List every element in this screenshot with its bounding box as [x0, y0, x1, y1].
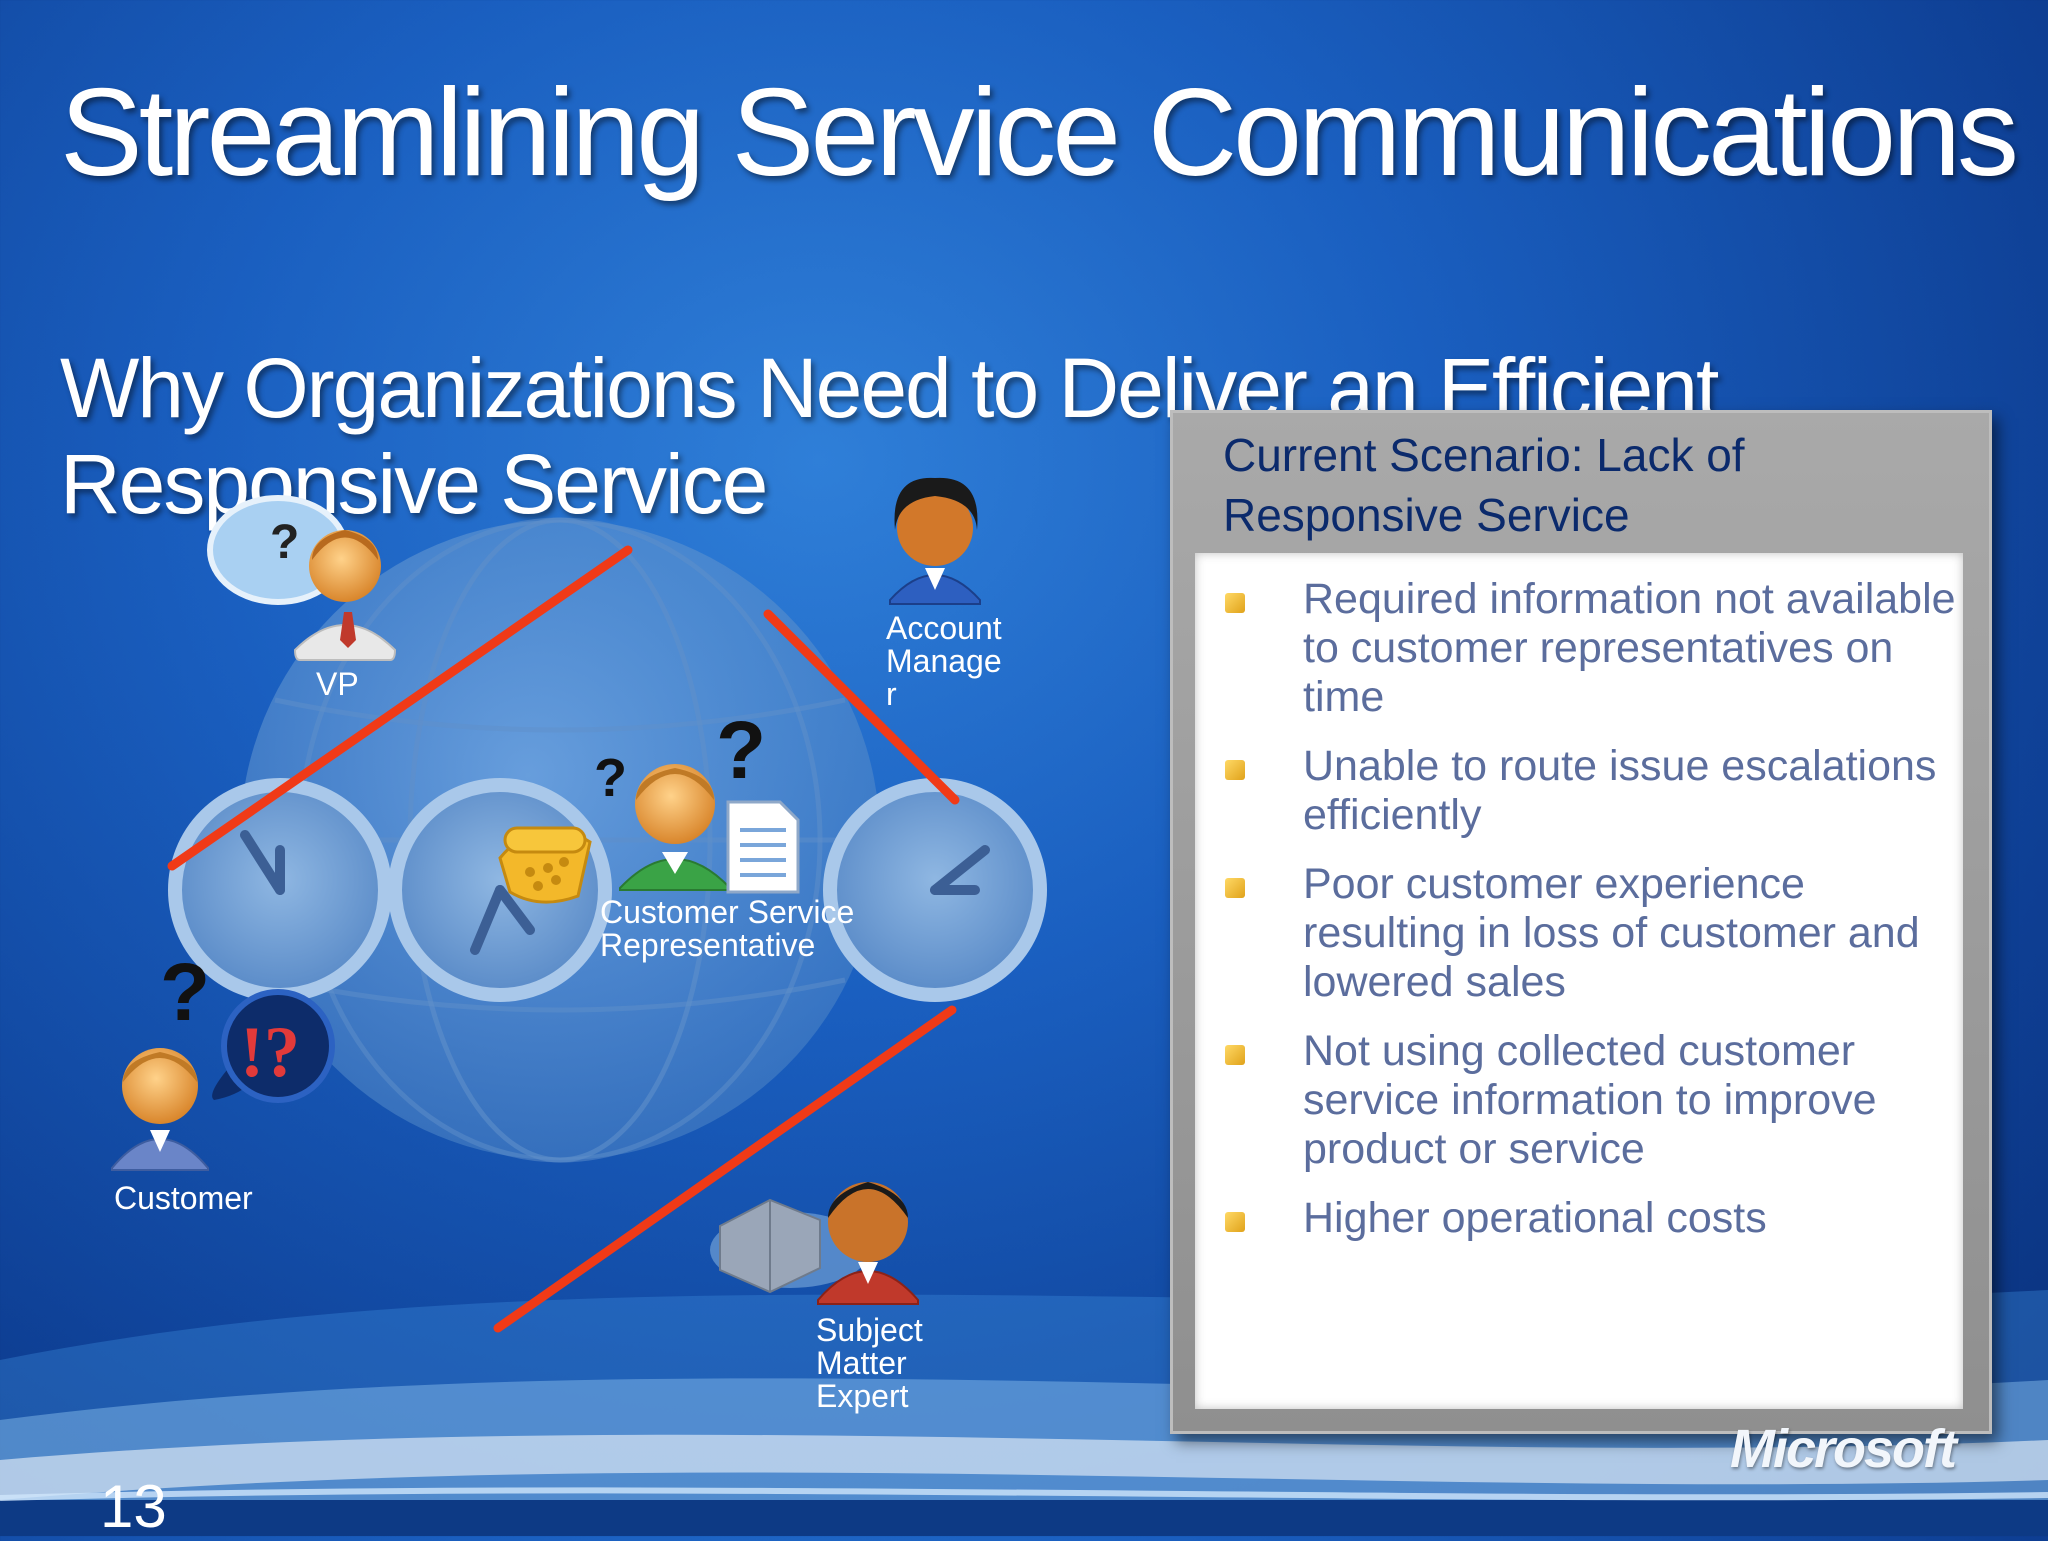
account-manager-person-icon [889, 477, 981, 605]
list-item: Poor customer experience resulting in lo… [1195, 860, 1963, 1007]
bullet-square-icon [1225, 593, 1245, 613]
bullet-square-icon [1225, 1212, 1245, 1232]
panel-body: Required information not available to cu… [1195, 553, 1963, 1409]
slide-subtitle: Why Organizations Need to Deliver an Eff… [60, 341, 1719, 531]
connector-lines [167, 545, 960, 1333]
role-label-customer: Customer [114, 1180, 253, 1216]
connector-line [493, 1005, 957, 1333]
connector-line [763, 609, 960, 805]
page-number: 13 [100, 1473, 167, 1540]
role-label-vp: VP [316, 666, 359, 702]
document-icon [726, 800, 800, 894]
bullet-square-icon [1225, 760, 1245, 780]
svg-text:?: ? [160, 947, 210, 1038]
alert-bubble-icon: !? [212, 989, 335, 1103]
list-item: Not using collected customer service inf… [1195, 1027, 1963, 1174]
bullet-text: Higher operational costs [1303, 1194, 1767, 1242]
csr-person-icon [619, 764, 731, 891]
role-label-account-manager: Account Manage r [886, 610, 1002, 712]
bullet-text: Not using collected customer service inf… [1303, 1027, 1877, 1173]
customer-person-icon: ? [111, 947, 210, 1171]
list-item: Unable to route issue escalations effici… [1195, 742, 1963, 840]
svg-text:?: ? [716, 705, 766, 796]
bullet-text: Unable to route issue escalations effici… [1303, 742, 1937, 839]
svg-text:?: ? [594, 748, 627, 808]
microsoft-logo: Microsoft [1730, 1419, 1957, 1479]
slide-title: Streamlining Service Communications [60, 64, 2019, 202]
bullet-text: Poor customer experience resulting in lo… [1303, 860, 1920, 1006]
connector-line [167, 545, 633, 871]
clock-icon [823, 778, 1047, 1002]
panel-title: Current Scenario: Lack of Responsive Ser… [1223, 429, 1745, 541]
role-label-csr: Customer Service Representative [600, 894, 855, 963]
svg-text:!?: !? [240, 1012, 300, 1092]
sme-person-icon [817, 1182, 919, 1305]
telephone-icon [498, 826, 592, 904]
clock-icon [168, 778, 392, 1002]
bullet-square-icon [1225, 878, 1245, 898]
question-mark-icon: ? ? [594, 705, 766, 808]
list-item: Higher operational costs [1195, 1194, 1963, 1243]
vp-person-icon: ? [207, 495, 397, 661]
bullet-list: Required information not available to cu… [1195, 553, 1963, 1243]
svg-text:?: ? [270, 516, 299, 569]
bullet-text: Required information not available to cu… [1303, 575, 1956, 721]
role-label-sme: Subject Matter Expert [816, 1312, 923, 1414]
bullet-square-icon [1225, 1045, 1245, 1065]
scenario-panel: Current Scenario: Lack of Responsive Ser… [1170, 410, 1992, 1434]
list-item: Required information not available to cu… [1195, 575, 1963, 722]
